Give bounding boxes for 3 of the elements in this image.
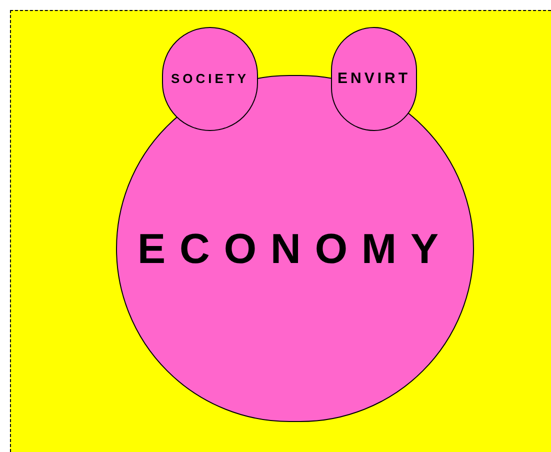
node-label: ECONOMY xyxy=(137,224,452,274)
node-label: SOCIETY xyxy=(170,70,250,88)
node-label: ENVIRT xyxy=(337,68,410,89)
